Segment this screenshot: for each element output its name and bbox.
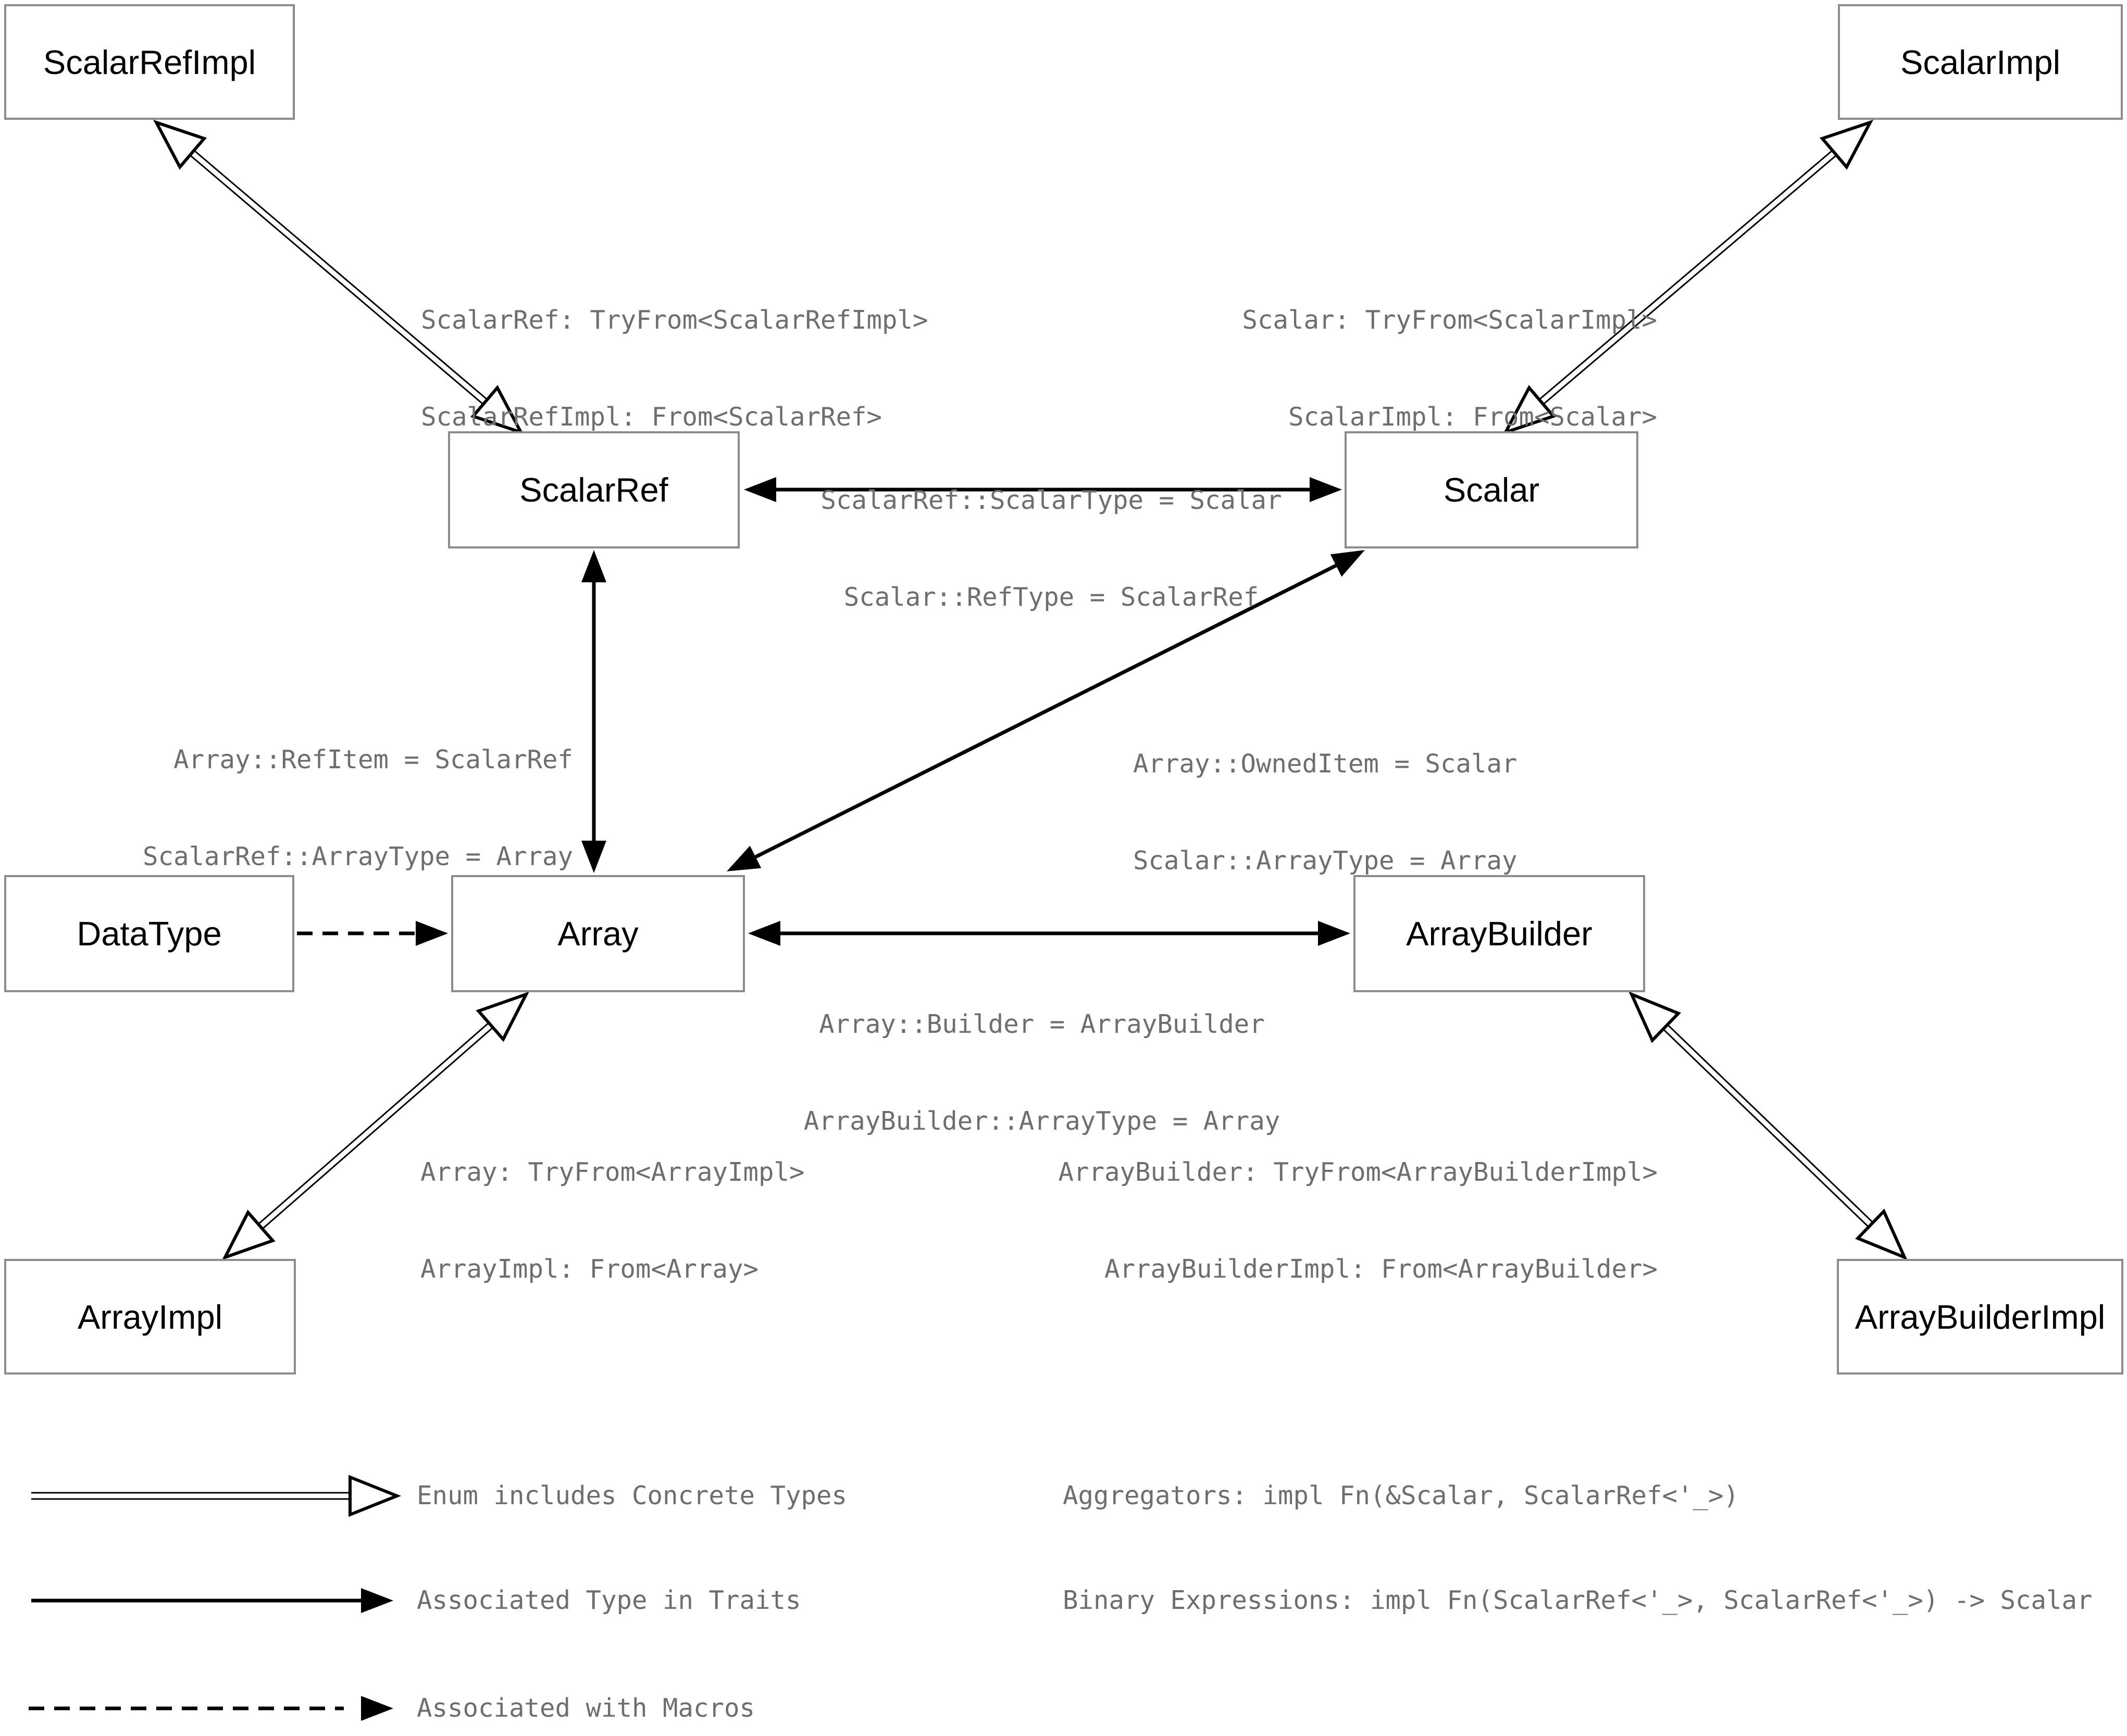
node-scalarimpl: ScalarImpl: [1838, 4, 2123, 120]
node-scalarimpl-label: ScalarImpl: [1900, 43, 2061, 81]
legend-enum-arrow: [31, 1475, 402, 1517]
edge-scalarimpl-scalar: [1502, 119, 1874, 435]
node-scalarref: ScalarRef: [448, 431, 740, 548]
legend-assoc-type-label: Associated Type in Traits: [417, 1585, 801, 1615]
edge-label-scalarref-tryfrom: ScalarRef: TryFrom<ScalarRefImpl> Scalar…: [421, 305, 928, 432]
node-scalar: Scalar: [1345, 431, 1638, 548]
node-scalarrefimpl-label: ScalarRefImpl: [43, 43, 256, 81]
edge-scalarref-scalar: [744, 477, 1342, 502]
edge-arraybuilderimpl-arraybuilder: [1628, 991, 1908, 1260]
edge-label-scalar-tryfrom: Scalar: TryFrom<ScalarImpl> ScalarImpl: …: [1242, 305, 1657, 432]
edge-label-owneditem: Array::OwnedItem = Scalar Scalar::ArrayT…: [1133, 749, 1517, 876]
legend-assoc-type-arrow: [31, 1588, 393, 1613]
node-arraybuilder: ArrayBuilder: [1353, 875, 1645, 992]
edge-scalar-array: [727, 550, 1365, 871]
edge-scalarref-array: [581, 550, 606, 873]
edge-arrayimpl-array: [221, 991, 530, 1260]
edge-datatype-array: [297, 921, 448, 946]
edge-label-arraybuilder-tryfrom: ArrayBuilder: TryFrom<ArrayBuilderImpl> …: [1058, 1157, 1658, 1284]
edge-label-array-tryfrom: Array: TryFrom<ArrayImpl> ArrayImpl: Fro…: [420, 1157, 805, 1284]
node-array: Array: [451, 875, 745, 992]
node-scalar-label: Scalar: [1443, 471, 1540, 509]
legend-enum-label: Enum includes Concrete Types: [417, 1481, 848, 1510]
edge-label-builder: Array::Builder = ArrayBuilder ArrayBuild…: [803, 1009, 1280, 1136]
legend-binary-expressions-text: Binary Expressions: impl Fn(ScalarRef<'_…: [1063, 1585, 2093, 1615]
node-array-label: Array: [557, 915, 639, 953]
node-arraybuilderimpl-label: ArrayBuilderImpl: [1855, 1297, 2106, 1336]
legend-aggregators-text: Aggregators: impl Fn(&Scalar, ScalarRef<…: [1063, 1481, 1739, 1510]
edge-label-scalartype: ScalarRef::ScalarType = Scalar Scalar::R…: [820, 485, 1282, 612]
node-scalarref-label: ScalarRef: [519, 471, 668, 509]
edge-label-refitem: Array::RefItem = ScalarRef ScalarRef::Ar…: [142, 745, 573, 871]
legend-macros-arrow: [29, 1696, 393, 1721]
node-arraybuilderimpl: ArrayBuilderImpl: [1837, 1259, 2123, 1375]
legend-macros-label: Associated with Macros: [417, 1693, 755, 1723]
node-arrayimpl-label: ArrayImpl: [77, 1297, 223, 1336]
edge-scalarrefimpl-scalarref: [153, 119, 525, 435]
node-datatype-label: DataType: [77, 915, 222, 953]
node-arraybuilder-label: ArrayBuilder: [1406, 915, 1593, 953]
node-datatype: DataType: [4, 875, 294, 992]
edge-array-arraybuilder: [748, 921, 1350, 946]
node-scalarrefimpl: ScalarRefImpl: [4, 4, 295, 120]
node-arrayimpl: ArrayImpl: [4, 1259, 296, 1375]
